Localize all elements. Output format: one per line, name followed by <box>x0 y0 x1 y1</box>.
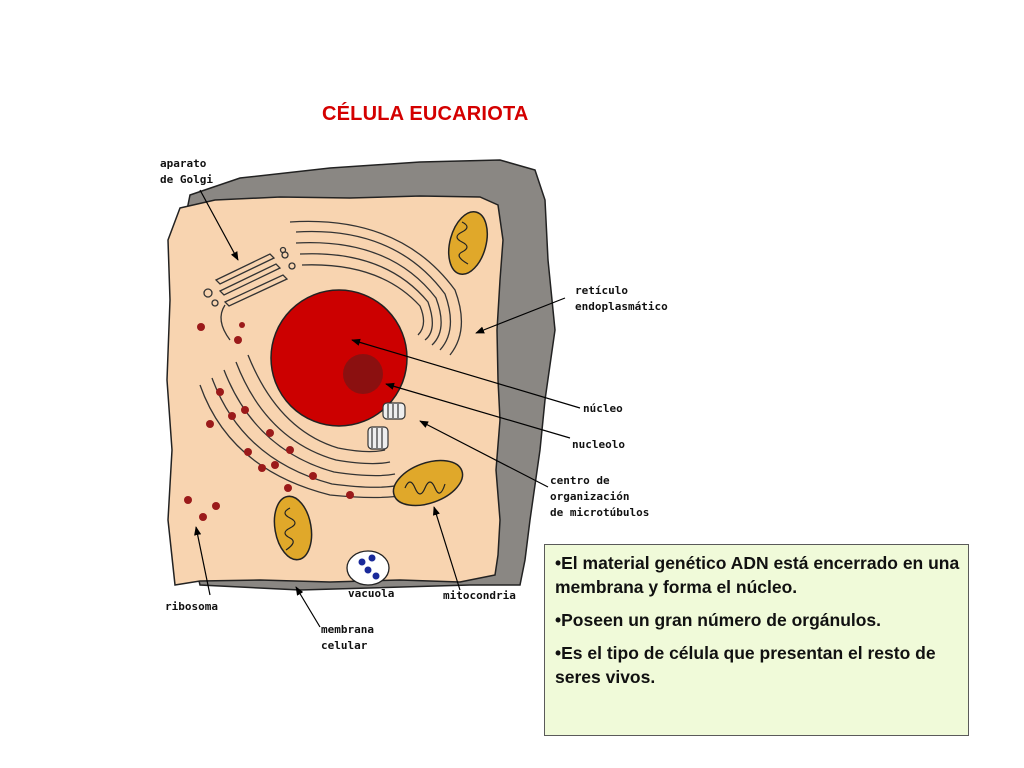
label-membrana: membrana celular <box>321 623 374 652</box>
endoplasmic-reticulum <box>289 220 463 356</box>
label-centro: centro de organización de microtúbulos <box>550 474 650 519</box>
diagram-title: CÉLULA EUCARIOTA <box>322 103 529 125</box>
pointer-lines <box>194 189 581 628</box>
label-nucleolo: nucleolo <box>572 438 625 451</box>
label-nucleo: núcleo <box>583 402 623 415</box>
mitochondrion-middle <box>392 459 464 507</box>
info-point-3: •Es el tipo de célula que presentan el r… <box>555 643 936 687</box>
label-ribosoma: ribosoma <box>165 600 218 613</box>
ribosomes <box>184 322 354 521</box>
mitochondrion-top <box>447 210 489 276</box>
info-box: •El material genético ADN está encerrado… <box>544 544 969 736</box>
label-golgi: aparato de Golgi <box>160 157 213 186</box>
label-mitocondria: mitocondria <box>443 589 516 602</box>
centrioles <box>367 402 406 450</box>
golgi-apparatus <box>203 246 296 307</box>
nucleolus <box>343 354 383 394</box>
info-point-2: •Poseen un gran número de orgánulos. <box>555 610 882 630</box>
vacuole <box>346 550 390 586</box>
mitochondrion-bottom <box>273 495 313 561</box>
label-vacuola: vacuola <box>348 587 395 600</box>
label-reticulo: retículo endoplasmático <box>575 284 668 313</box>
nucleus <box>270 289 408 427</box>
info-point-1: •El material genético ADN está encerrado… <box>555 553 960 597</box>
